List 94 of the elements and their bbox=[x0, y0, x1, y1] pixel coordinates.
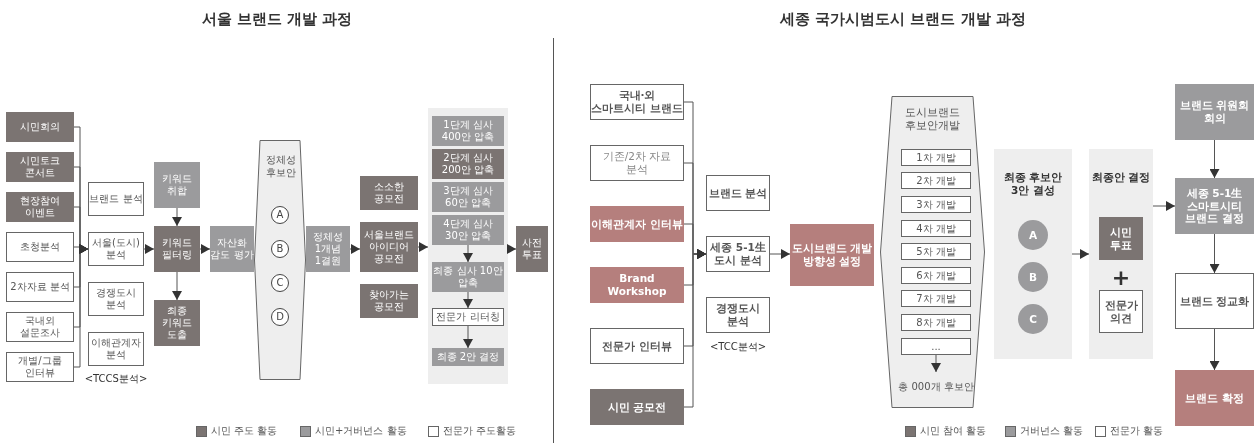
activity-box: 사전 투표 bbox=[516, 226, 548, 272]
panel-heading: 도시브랜드 후보안개발 bbox=[904, 106, 961, 133]
activity-box: 2차 개발 bbox=[901, 172, 971, 189]
activity-box: 개별/그룹 인터뷰 bbox=[6, 352, 74, 382]
activity-box: 도시브랜드 개발 방향성 설정 bbox=[790, 224, 874, 286]
legend-text: 시민 참여 활동 bbox=[920, 424, 987, 438]
activity-box: 현장참여 이벤트 bbox=[6, 192, 74, 222]
option-circle: A bbox=[1018, 220, 1048, 250]
activity-box: 브랜드 분석 bbox=[706, 175, 770, 211]
activity-box: 최종 심사 10안 압축 bbox=[432, 262, 504, 292]
column-caption: <TCC분석> bbox=[709, 340, 767, 354]
legend-text: 전문가 활동 bbox=[1110, 424, 1164, 438]
activity-box: 국내외 설문조사 bbox=[6, 312, 74, 342]
activity-box: 최종 2안 결정 bbox=[432, 348, 504, 366]
group-panel bbox=[428, 108, 508, 384]
activity-box: 3차 개발 bbox=[901, 196, 971, 213]
arrow bbox=[143, 244, 155, 254]
hexagon-band bbox=[880, 96, 985, 408]
arrow bbox=[463, 244, 473, 263]
arrow bbox=[349, 244, 361, 254]
activity-box: 초청분석 bbox=[6, 232, 74, 262]
activity-box: 세종 5-1生 도시 분석 bbox=[706, 236, 770, 272]
activity-box: 국내·외 스마트시티 브랜드 bbox=[590, 84, 684, 120]
result-text: 총 000개 후보안 bbox=[893, 372, 979, 402]
activity-box: 시민토크 콘서트 bbox=[6, 152, 74, 182]
activity-box: 키워드 필터링 bbox=[154, 226, 200, 272]
column-caption: <TCCS분석> bbox=[84, 372, 148, 386]
activity-box: 경쟁도시 분석 bbox=[88, 282, 144, 316]
activity-box: 기존/2차 자료 분석 bbox=[590, 145, 684, 181]
legend-text: 시민 주도 활동 bbox=[211, 424, 278, 438]
activity-box: 전문가 리터칭 bbox=[432, 308, 504, 326]
arrow bbox=[463, 325, 473, 349]
arrow bbox=[507, 244, 517, 254]
arrow bbox=[417, 242, 429, 252]
option-circle: C bbox=[1018, 304, 1048, 334]
arrow bbox=[463, 291, 473, 309]
activity-box: 1차 개발 bbox=[901, 149, 971, 166]
arrow bbox=[931, 354, 941, 373]
activity-box: 키워드 취합 bbox=[154, 162, 200, 208]
activity-box: 찾아가는 공모전 bbox=[360, 284, 418, 318]
plus-sign: + bbox=[1111, 265, 1131, 290]
activity-box: 서울(도시) 분석 bbox=[88, 232, 144, 266]
activity-box: 자산화 감도 평가 bbox=[210, 226, 254, 272]
activity-box: 7차 개발 bbox=[901, 290, 971, 307]
panel-heading: 최종안 결정 bbox=[1090, 171, 1152, 185]
panel-heading: 최종 후보안 3안 결성 bbox=[1002, 171, 1064, 198]
arrow bbox=[172, 207, 182, 227]
activity-box: 시민 투표 bbox=[1099, 217, 1143, 260]
arrow bbox=[683, 249, 707, 408]
activity-box: ... bbox=[901, 338, 971, 355]
activity-box: 4단계 심사 30안 압축 bbox=[432, 215, 504, 245]
activity-box: 경쟁도시 분석 bbox=[706, 297, 770, 333]
option-circle: B bbox=[1018, 262, 1048, 292]
section-heading: 세종 국가시범도시 브랜드 개발 과정 bbox=[780, 10, 1026, 29]
activity-box: 2차자료 분석 bbox=[6, 272, 74, 302]
arrow bbox=[1209, 139, 1220, 179]
legend-text: 시민+거버넌스 활동 bbox=[315, 424, 407, 438]
activity-box: 5차 개발 bbox=[901, 243, 971, 260]
legend-text: 전문가 주도활동 bbox=[443, 424, 517, 438]
hexagon-band bbox=[254, 140, 306, 380]
arrow bbox=[1209, 328, 1220, 371]
activity-box: 브랜드 확정 bbox=[1175, 370, 1254, 426]
group-panel bbox=[1089, 149, 1153, 359]
activity-box: 시민 공모전 bbox=[590, 389, 684, 425]
activity-box: 세종 5-1生 스마트시티 브랜드 결정 bbox=[1175, 178, 1254, 234]
activity-box: 이해관계자 인터뷰 bbox=[590, 206, 684, 242]
activity-box: 최종 키워드 도출 bbox=[154, 300, 200, 346]
section-heading: 서울 브랜드 개발 과정 bbox=[201, 10, 353, 29]
activity-box: 브랜드 정교화 bbox=[1175, 273, 1254, 329]
activity-box: 6차 개발 bbox=[901, 267, 971, 284]
arrow bbox=[1209, 233, 1220, 274]
activity-box: 서울브랜드 아이디어 공모전 bbox=[360, 222, 418, 272]
activity-box: 2단계 심사 200안 압축 bbox=[432, 149, 504, 179]
activity-box: 시민회의 bbox=[6, 112, 74, 142]
activity-box: 8차 개발 bbox=[901, 314, 971, 331]
arrow bbox=[199, 244, 211, 254]
activity-box: 이해관계자 분석 bbox=[88, 332, 144, 366]
arrow bbox=[769, 249, 791, 259]
activity-box: Brand Workshop bbox=[590, 267, 684, 303]
arrow bbox=[172, 271, 182, 301]
activity-box: 전문가 의견 bbox=[1099, 290, 1143, 333]
activity-box: 1단계 심사 400안 압축 bbox=[432, 116, 504, 146]
activity-box: 브랜드 분석 bbox=[88, 182, 144, 216]
arrow bbox=[1071, 249, 1090, 259]
legend-text: 거버넌스 활동 bbox=[1020, 424, 1084, 438]
panel-heading: 정체성 후보안 bbox=[265, 154, 297, 179]
activity-box: 정체성 1개념 1결원 bbox=[306, 226, 350, 272]
activity-box: 소소한 공모전 bbox=[360, 176, 418, 210]
activity-box: 3단계 심사 60안 압축 bbox=[432, 182, 504, 212]
activity-box: 브랜드 위원회 회의 bbox=[1175, 84, 1254, 140]
activity-box: 4차 개발 bbox=[901, 220, 971, 237]
activity-box: 전문가 인터뷰 bbox=[590, 328, 684, 364]
arrow bbox=[1152, 201, 1176, 211]
group-panel bbox=[994, 149, 1072, 359]
